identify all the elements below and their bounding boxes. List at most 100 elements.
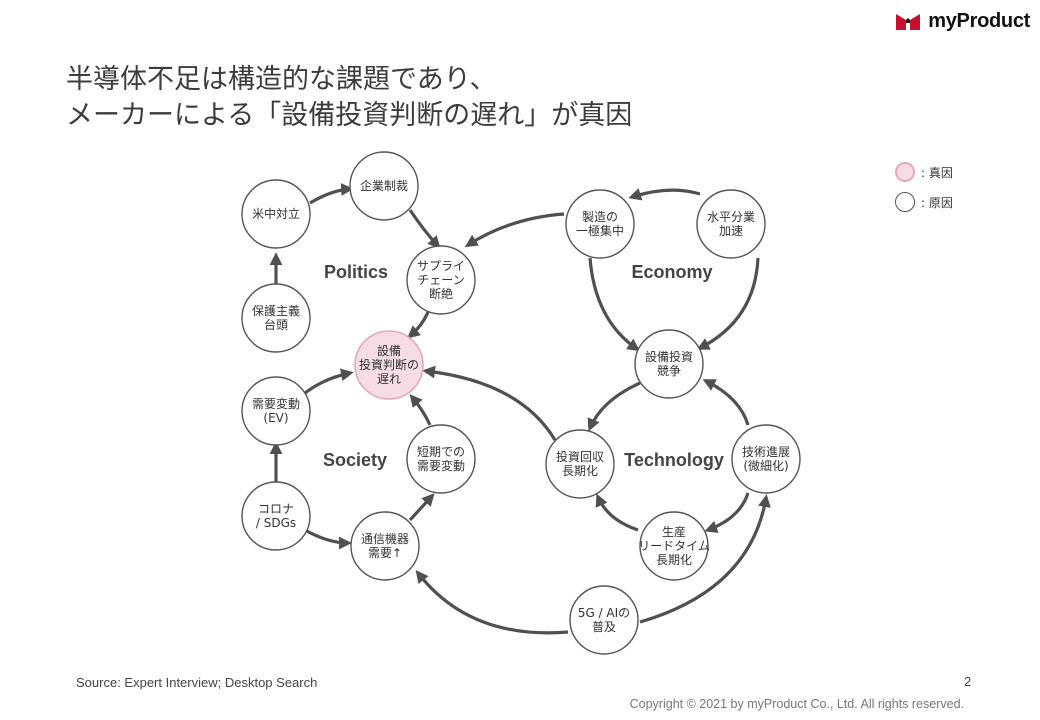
node-circle xyxy=(354,330,424,400)
node-label: 遅れ xyxy=(377,372,401,386)
legend-cause-label: : 原因 xyxy=(921,195,953,210)
node-corp-sanctions: 企業制裁 xyxy=(349,151,419,221)
legend-cause-swatch xyxy=(895,192,915,212)
node-circle xyxy=(634,329,704,399)
node-label: 断絶 xyxy=(429,286,453,301)
node-circle xyxy=(241,283,311,353)
edge-mfg-supply xyxy=(464,212,565,248)
edge-mfg-capex xyxy=(588,257,641,352)
node-circle xyxy=(565,189,635,259)
node-label: (EV) xyxy=(263,411,288,425)
node-label: 通信機器 xyxy=(361,531,409,546)
node-label: チェーン xyxy=(417,273,464,287)
node-label: 設備投資 xyxy=(645,349,693,364)
diagram-edges xyxy=(269,183,771,635)
edge-comm-short xyxy=(408,493,435,522)
edge-covid-comm xyxy=(304,528,352,550)
edge-tech-leadtime xyxy=(704,492,750,533)
node-circle xyxy=(569,585,639,655)
node-circle xyxy=(349,151,419,221)
node-label: 米中対立 xyxy=(252,206,300,221)
edge-supply-root xyxy=(407,311,430,339)
edge-uschina-sanctions xyxy=(309,183,354,205)
group-society: Society xyxy=(323,450,387,470)
edge-hdiv-capex xyxy=(696,257,760,350)
group-technology: Technology xyxy=(624,450,724,470)
node-label: (微細化) xyxy=(743,459,788,473)
node-label: 5G / AIの xyxy=(578,606,630,620)
node-us-china: 米中対立 xyxy=(241,179,311,249)
brand-logo: myProduct xyxy=(894,10,1030,33)
node-label: コロナ xyxy=(258,502,294,516)
edge-5g-tech xyxy=(639,494,771,624)
node-circle xyxy=(406,245,476,315)
edge-5g-comm xyxy=(415,569,569,635)
node-circle xyxy=(696,189,766,259)
node-circle xyxy=(241,481,311,551)
node-label: 企業制裁 xyxy=(360,178,408,193)
node-circle xyxy=(406,424,476,494)
node-circle xyxy=(241,376,311,446)
brand-name: myProduct xyxy=(928,10,1030,32)
legend-root-swatch xyxy=(895,162,915,182)
node-label: 台頭 xyxy=(264,317,288,332)
edge-short-root xyxy=(409,394,432,426)
node-label: 普及 xyxy=(592,620,616,634)
node-label: 長期化 xyxy=(656,553,692,567)
node-label: 水平分業 xyxy=(707,210,755,224)
node-circle xyxy=(545,429,615,499)
edge-sanctions-supply xyxy=(408,209,441,249)
node-label: 技術進展 xyxy=(742,445,790,459)
node-label: 競争 xyxy=(657,363,681,378)
legend: : 真因 : 原因 xyxy=(895,158,953,218)
legend-cause: : 原因 xyxy=(895,188,953,216)
node-circle xyxy=(241,179,311,249)
node-label: 投資回収 xyxy=(556,449,604,464)
group-politics: Politics xyxy=(324,262,388,282)
node-label: 生産 xyxy=(662,524,686,539)
title-line-2: メーカーによる「設備投資判断の遅れ」が真因 xyxy=(66,100,633,131)
page-number: 2 xyxy=(964,674,972,689)
copyright: Copyright © 2021 by myProduct Co., Ltd. … xyxy=(629,697,964,711)
node-label: 保護主義 xyxy=(252,303,300,318)
edge-demand-root xyxy=(304,368,354,395)
brand-mark-icon xyxy=(896,13,921,30)
node-circle xyxy=(639,511,709,581)
node-label: 投資判断の xyxy=(359,357,419,372)
node-label: 製造の xyxy=(582,210,618,224)
node-tech-progress: 技術進展(微細化) xyxy=(731,424,801,494)
legend-root-label: : 真因 xyxy=(921,165,953,180)
node-label: 需要↑ xyxy=(368,546,402,560)
node-label: 加速 xyxy=(719,224,743,238)
edge-hdiv-mfg xyxy=(628,188,701,201)
node-label: リードタイム xyxy=(638,539,710,553)
node-label: 一極集中 xyxy=(576,223,624,238)
edge-capex-recovery xyxy=(587,381,641,432)
edge-recovery-root xyxy=(422,365,557,441)
source-note: Source: Expert Interview; Desktop Search xyxy=(76,675,318,690)
node-label: 長期化 xyxy=(562,464,598,478)
edge-tech-capex xyxy=(702,379,750,426)
node-label: / SDGs xyxy=(256,516,296,530)
group-economy: Economy xyxy=(631,262,712,282)
node-circle xyxy=(350,511,420,581)
node-circle xyxy=(731,424,801,494)
node-label: 需要変動 xyxy=(417,458,465,473)
node-label: 需要変動 xyxy=(252,396,300,411)
diagram-nodes: 米中対立企業制裁保護主義台頭サプライチェーン断絶設備投資判断の遅れ需要変動(EV… xyxy=(241,151,801,655)
node-demand-ev: 需要変動(EV) xyxy=(241,376,311,446)
node-covid: コロナ/ SDGs xyxy=(241,481,311,551)
legend-root: : 真因 xyxy=(895,158,953,186)
edge-leadtime-recovery xyxy=(595,493,639,532)
node-label: サプライ xyxy=(417,259,465,273)
